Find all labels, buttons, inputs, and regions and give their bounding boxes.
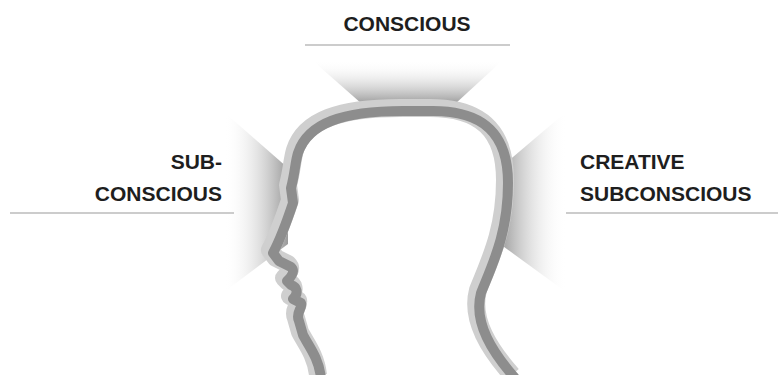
section-label: CONSCIOUS: [343, 8, 470, 40]
underline-rule: [305, 44, 510, 45]
underline-rule: [566, 212, 778, 213]
head-outline: [273, 111, 515, 375]
section-label: CREATIVE SUBCONSCIOUS: [580, 146, 752, 210]
underline-rule: [10, 212, 234, 213]
light-beam: [312, 60, 503, 104]
section-label: SUB- CONSCIOUS: [95, 146, 222, 210]
